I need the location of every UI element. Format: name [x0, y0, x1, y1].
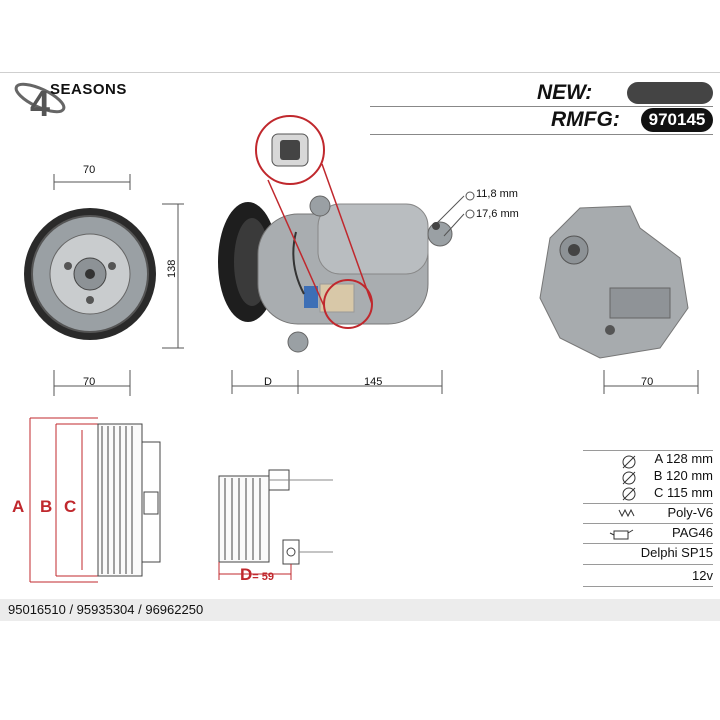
spec-diameter-b: B 120 mm	[653, 468, 713, 483]
pulley-profile-drawing	[29, 417, 161, 583]
top-divider	[0, 72, 720, 73]
header-divider	[370, 106, 713, 107]
spec-diameter-c: C 115 mm	[654, 485, 713, 500]
spec-divider	[583, 543, 713, 544]
spec-divider	[583, 503, 713, 504]
spec-belt: Poly-V6	[667, 505, 713, 520]
dimension-line-side	[231, 370, 443, 394]
pulley-label-c: C	[64, 497, 77, 516]
port-leader-lines	[437, 191, 475, 237]
diameter-icon	[622, 471, 636, 485]
spec-oil: PAG46	[672, 525, 713, 540]
side-d-label: D	[264, 376, 272, 388]
pulley-front-view	[24, 208, 156, 340]
connector-callout	[255, 115, 373, 329]
diameter-icon	[622, 455, 636, 469]
pulley-label-a: A	[12, 497, 25, 516]
clutch-dimension: D= 59	[240, 565, 274, 585]
front-height-label: 138	[166, 259, 178, 278]
header-divider-2	[370, 134, 713, 135]
dimension-line-front-height	[162, 203, 184, 349]
belt-icon	[618, 508, 635, 518]
spec-divider	[583, 523, 713, 524]
side-length-label: 145	[364, 376, 383, 388]
rmfg-label: RMFG:	[551, 108, 620, 131]
brand-name: SEASONS	[50, 81, 127, 98]
pulley-label-b: B	[40, 497, 53, 516]
spec-divider	[583, 564, 713, 565]
dimension-line-front-top	[53, 174, 131, 190]
compressor-rear-view	[539, 205, 689, 359]
rear-width-label: 70	[641, 376, 654, 388]
four-seasons-logo-icon: 4	[14, 82, 66, 124]
spec-voltage: 12v	[692, 568, 713, 583]
spec-divider	[583, 586, 713, 587]
clutch-d-label: D	[240, 565, 253, 584]
front-width-label: 70	[83, 164, 96, 176]
spec-model: Delphi SP15	[640, 545, 713, 560]
rmfg-number: 970145	[641, 108, 713, 132]
dimension-line-rear	[603, 370, 699, 394]
port-small-label: 11,8 mm	[476, 188, 518, 200]
part-numbers: 95016510 / 95935304 / 96962250	[8, 602, 204, 617]
front-width-bottom-label: 70	[83, 376, 96, 388]
spec-diameter-a: A 128 mm	[654, 451, 713, 466]
port-large-label: 17,6 mm	[476, 208, 519, 220]
new-number-pill	[627, 82, 713, 104]
clutch-d-value: = 59	[252, 571, 274, 583]
oil-can-icon	[609, 529, 634, 540]
dimension-line-front-bottom	[53, 370, 131, 396]
compressor-side-view	[218, 195, 453, 353]
clutch-profile-drawing	[218, 469, 333, 580]
part-numbers-bar	[0, 599, 720, 621]
svg-text:4: 4	[30, 83, 50, 124]
diameter-icon	[622, 487, 636, 501]
new-label: NEW:	[537, 81, 593, 104]
spec-divider	[583, 450, 713, 451]
